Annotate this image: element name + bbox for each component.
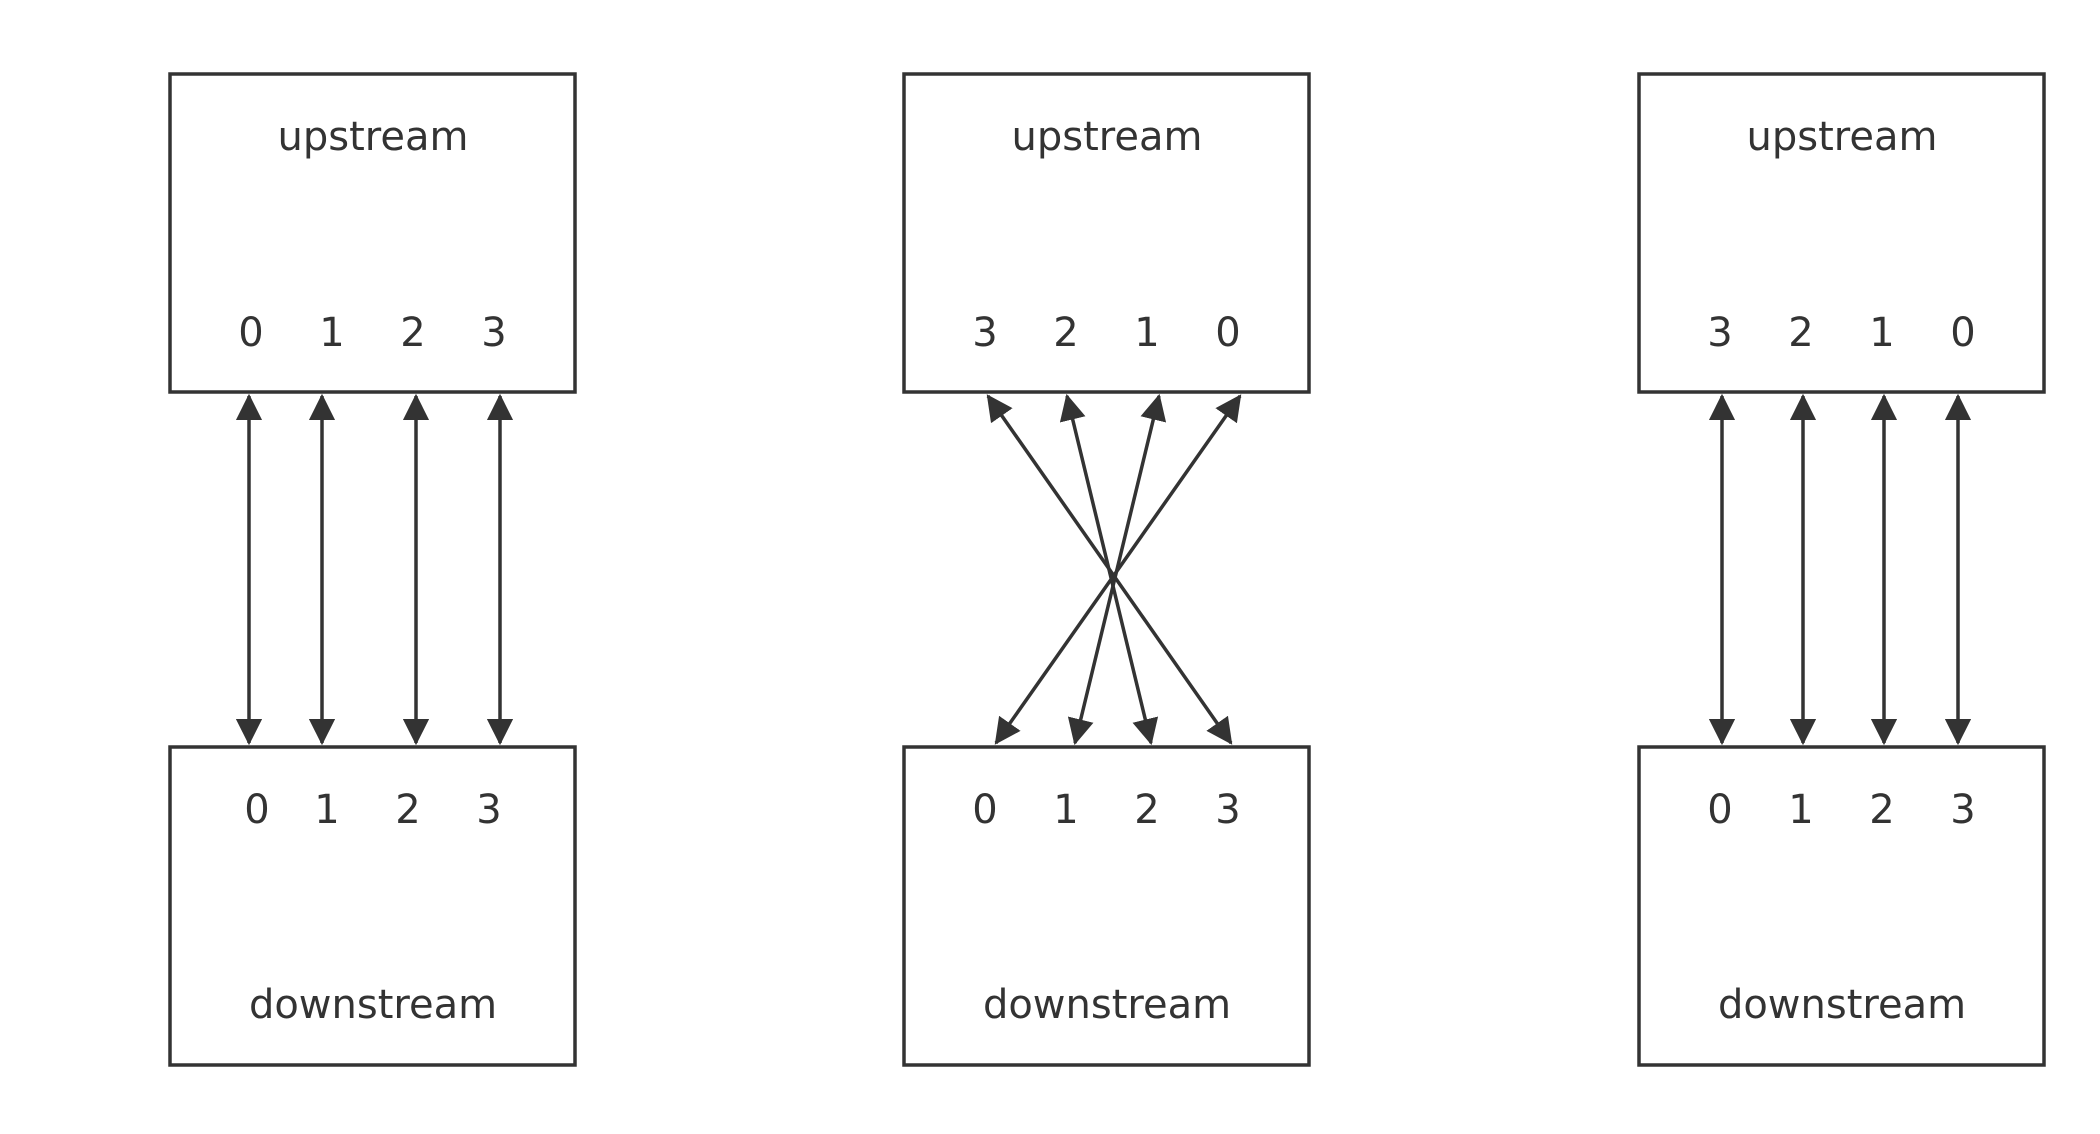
upstream-number: 2 [400,310,425,356]
downstream-number: 0 [244,787,269,833]
upstream-number: 2 [1053,310,1078,356]
connection-arrows [1708,393,1972,746]
upstream-number: 3 [972,310,997,356]
downstream-number: 2 [1869,787,1894,833]
upstream-number: 1 [1134,310,1159,356]
downstream-box: 0 1 2 3 downstream [902,745,1311,1067]
upstream-number: 0 [1950,310,1975,356]
downstream-box: 0 1 2 3 downstream [168,745,577,1067]
downstream-number: 3 [1215,787,1240,833]
upstream-box: upstream 0 1 2 3 [168,72,577,394]
connection-arrows [235,393,514,746]
downstream-label: downstream [249,982,497,1028]
upstream-box: upstream 3 2 1 0 [1637,72,2046,394]
upstream-number: 3 [481,310,506,356]
downstream-label: downstream [983,982,1231,1028]
downstream-number: 3 [1950,787,1975,833]
bidirectional-arrow [1059,393,1159,746]
downstream-number: 0 [1707,787,1732,833]
downstream-number: 2 [395,787,420,833]
downstream-number: 1 [1788,787,1813,833]
panel-1: upstream 0 1 2 3 0 1 2 3 downstream [168,72,577,1067]
downstream-box: 0 1 2 3 downstream [1637,745,2046,1067]
upstream-number: 0 [1215,310,1240,356]
panel-2: upstream 3 2 1 0 0 1 2 3 downstream [902,72,1311,1067]
upstream-number: 1 [319,310,344,356]
upstream-number: 3 [1707,310,1732,356]
upstream-label: upstream [1012,114,1203,160]
upstream-label: upstream [278,114,469,160]
upstream-label: upstream [1747,114,1938,160]
connection-arrows [986,393,1242,746]
upstream-number: 2 [1788,310,1813,356]
bidirectional-arrow [994,394,1242,745]
downstream-number: 0 [972,787,997,833]
downstream-number: 1 [1053,787,1078,833]
downstream-number: 2 [1134,787,1159,833]
panel-3: upstream 3 2 1 0 0 1 2 3 downstream [1637,72,2046,1067]
downstream-number: 3 [476,787,501,833]
upstream-box: upstream 3 2 1 0 [902,72,1311,394]
upstream-number: 1 [1869,310,1894,356]
upstream-number: 0 [238,310,263,356]
downstream-number: 1 [314,787,339,833]
downstream-label: downstream [1718,982,1966,1028]
